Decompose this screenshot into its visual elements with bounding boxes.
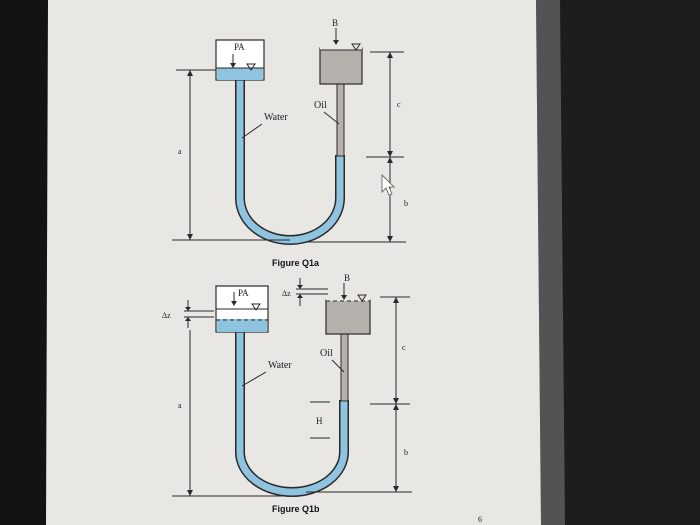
dz-arrowhead-icon	[297, 285, 303, 289]
page-shadow	[536, 0, 565, 525]
water-label-b: Water	[268, 360, 292, 371]
dim-a-label-a: a	[178, 147, 182, 156]
dim-c-label-a: c	[397, 100, 401, 109]
dz-left-arrowhead-icon	[185, 317, 191, 321]
oil-column-b	[340, 332, 349, 402]
open-label-b: B	[344, 273, 350, 283]
arrowhead	[393, 297, 399, 303]
oil-leader-a	[323, 111, 340, 125]
free-surface-icon	[351, 43, 361, 51]
caption-b: Figure Q1b	[272, 504, 320, 514]
pressure-label-a: PA	[234, 42, 245, 52]
arrowhead	[393, 486, 399, 492]
oil-label-b: Oil	[320, 348, 333, 359]
delta-z-left-label: Δz	[162, 311, 171, 320]
oil-label-a: Oil	[314, 100, 327, 111]
arrowhead	[187, 490, 193, 496]
arrowhead	[387, 157, 393, 163]
water-leader-a	[241, 123, 263, 139]
dim-b-label-b: b	[404, 448, 408, 457]
arrowhead	[187, 234, 193, 240]
pressure-arrowhead-icon	[231, 301, 237, 306]
arrowhead	[187, 70, 193, 76]
left-tank-water-b	[217, 319, 267, 332]
oil-leader-b	[331, 359, 345, 373]
arrowhead	[387, 151, 393, 157]
caption-a: Figure Q1a	[272, 258, 320, 268]
water-label-a: Water	[264, 112, 288, 123]
right-tank-top-b	[326, 294, 370, 301]
right-tank-b	[325, 299, 371, 335]
pressure-arrowhead-icon	[230, 63, 236, 68]
pressure-label-b: PA	[238, 288, 249, 298]
delta-z-mid-label: Δz	[282, 289, 291, 298]
left-tank-water-a	[217, 68, 263, 80]
free-surface-icon	[246, 63, 256, 71]
dim-a-label-b: a	[178, 401, 182, 410]
dz-arrowhead-icon	[297, 294, 303, 298]
open-label-a: B	[332, 18, 338, 28]
page-number: 6	[478, 515, 482, 524]
free-surface-icon	[357, 294, 367, 302]
dim-b-label-a: b	[404, 199, 408, 208]
arrowhead	[393, 398, 399, 404]
oil-column-a	[336, 83, 345, 157]
dz-left-arrowhead-icon	[185, 307, 191, 311]
arrowhead	[387, 52, 393, 58]
height-label: H	[316, 416, 323, 426]
mouse-cursor-icon	[381, 174, 395, 196]
water-leader-b	[241, 371, 267, 387]
paper-page	[46, 0, 541, 525]
dim-c-label-b: c	[402, 343, 406, 352]
right-tank-top-a	[320, 44, 362, 50]
arrowhead	[393, 404, 399, 410]
figure-q1a: PA B Water Oil a c b Figure Q1a	[172, 18, 408, 268]
figure-q1b: PA B Δz Δz Water Oil H	[162, 273, 412, 514]
right-tank-a	[319, 47, 363, 85]
left-bezel	[0, 0, 48, 525]
free-surface-icon	[251, 303, 261, 311]
atmosphere-arrowhead-icon	[341, 295, 347, 300]
u-tube-water-b	[236, 330, 348, 496]
atmosphere-arrowhead-icon	[333, 40, 339, 45]
arrowhead	[387, 236, 393, 242]
